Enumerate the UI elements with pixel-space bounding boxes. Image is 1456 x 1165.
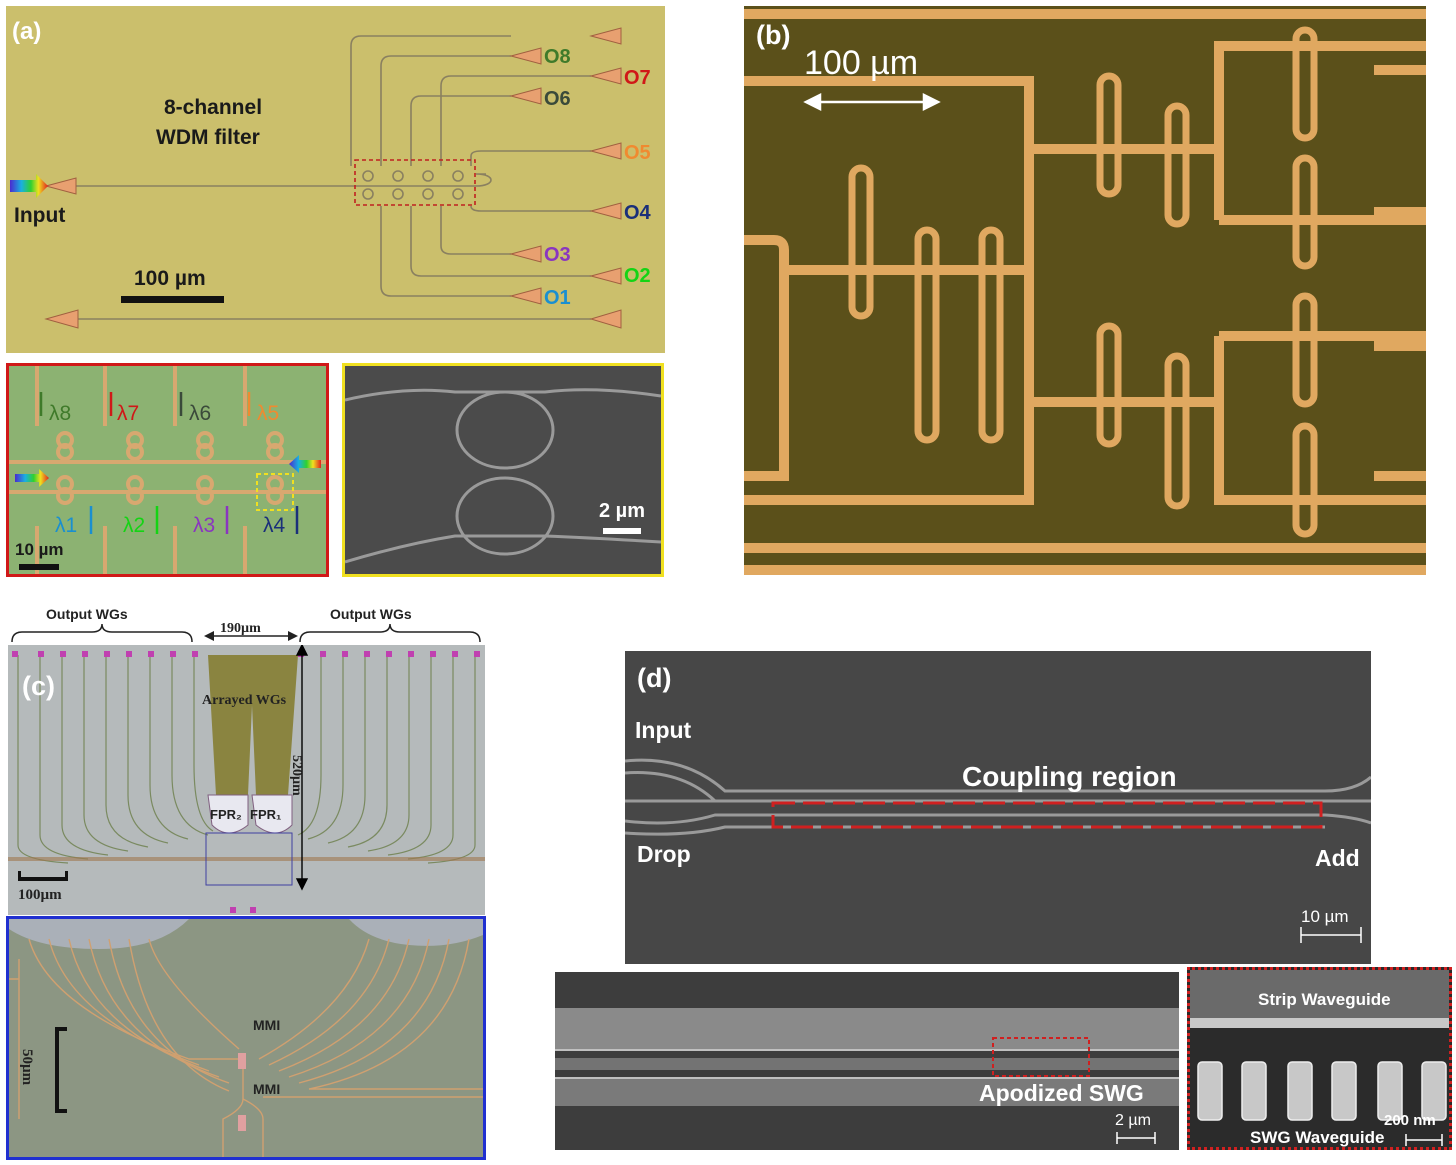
awg-layout <box>8 645 485 915</box>
double-ring-sem <box>345 366 661 574</box>
output-o1: O1 <box>544 287 571 309</box>
output-o4: O4 <box>624 202 651 224</box>
drop-port-label: Drop <box>637 841 691 867</box>
height-dimension-label: 520µm <box>289 755 304 796</box>
wdm-filter-waveguides <box>6 6 665 353</box>
inset-yellow-sem: 2 µm <box>342 363 664 577</box>
scale-label: 100 µm <box>134 267 206 290</box>
panel-d-scale-3: 200 nm <box>1384 1112 1436 1129</box>
lambda3-label: λ3 <box>193 514 216 537</box>
output-o3: O3 <box>544 244 571 266</box>
cascaded-filter-waveguides <box>744 6 1426 575</box>
fpr2-label: FPR₂ <box>210 807 242 822</box>
mmi-label-1: MMI <box>253 1017 281 1033</box>
lambda1-label: λ1 <box>55 514 78 537</box>
panel-a-micrograph: (a) 8-channel WDM filter Input 100 µm O8… <box>6 6 665 353</box>
input-port-label: Input <box>635 717 692 743</box>
ring-array <box>9 366 326 574</box>
mmi-label-2: MMI <box>253 1081 281 1097</box>
lambda7-label: λ7 <box>117 402 140 425</box>
coupler-sem <box>625 651 1371 964</box>
coupling-region-label: Coupling region <box>962 761 1177 792</box>
panel-c-scale: 100µm <box>18 887 62 903</box>
panel-b-scale: 100 µm <box>804 44 919 82</box>
panel-d-scale-2: 2 µm <box>1115 1112 1151 1129</box>
output-o6: O6 <box>544 88 571 110</box>
fpr1-label: FPR₁ <box>250 807 282 822</box>
filter-title-line2: WDM filter <box>156 126 260 149</box>
lambda6-label: λ6 <box>189 402 212 425</box>
panel-d-sem-top: (d) Input Coupling region Drop Add 10 µm <box>625 651 1371 964</box>
lambda5-label: λ5 <box>257 402 280 425</box>
panel-c-scale-2: 50µm <box>19 1049 35 1086</box>
panel-c-label: (c) <box>22 671 55 701</box>
lambda4-label: λ4 <box>263 514 286 537</box>
apodized-swg-sem <box>555 972 1179 1150</box>
width-dimension-label: 190µm <box>220 621 261 636</box>
output-wgs-left-label: Output WGs <box>46 606 128 622</box>
swg-closeup-sem <box>1190 970 1449 1147</box>
arrayed-wgs-label: Arrayed WGs <box>202 693 287 708</box>
swg-waveguide-label: SWG Waveguide <box>1250 1128 1385 1147</box>
lambda2-label: λ2 <box>123 514 146 537</box>
panel-b-micrograph: (b) 100 µm <box>744 6 1426 575</box>
output-wgs-right-label: Output WGs <box>330 606 412 622</box>
panel-d-sem-bottom-right: Strip Waveguide SWG Waveguide 200 nm <box>1187 967 1452 1150</box>
inset-red-scale: 10 µm <box>15 540 64 559</box>
panel-d-label: (d) <box>637 663 672 693</box>
output-o2: O2 <box>624 265 651 287</box>
panel-c-bottom-micrograph: MMI MMI 50µm <box>6 916 486 1160</box>
inset-yellow-scale: 2 µm <box>599 500 645 522</box>
panel-b-label: (b) <box>756 20 791 50</box>
output-o5: O5 <box>624 142 651 164</box>
input-label: Input <box>14 204 66 227</box>
add-port-label: Add <box>1315 845 1360 871</box>
apodized-swg-label: Apodized SWG <box>979 1080 1144 1106</box>
inset-red-micrograph: λ8 λ7 λ6 λ5 λ1 λ2 λ3 λ4 10 µm <box>6 363 329 577</box>
panel-a-label: (a) <box>12 18 42 45</box>
output-o7: O7 <box>624 67 651 89</box>
panel-d-scale: 10 µm <box>1301 907 1349 926</box>
panel-c-top-micrograph: (c) Arrayed WGs 520µm FPR₂ FPR₁ 100µm <box>8 645 485 915</box>
filter-title-line1: 8-channel <box>164 96 263 119</box>
panel-c-brackets <box>11 623 481 643</box>
output-o8: O8 <box>544 46 571 68</box>
lambda8-label: λ8 <box>49 402 72 425</box>
strip-waveguide-label: Strip Waveguide <box>1258 990 1391 1009</box>
panel-d-sem-bottom-left: Apodized SWG 2 µm <box>555 972 1179 1150</box>
mmi-region <box>9 919 483 1157</box>
